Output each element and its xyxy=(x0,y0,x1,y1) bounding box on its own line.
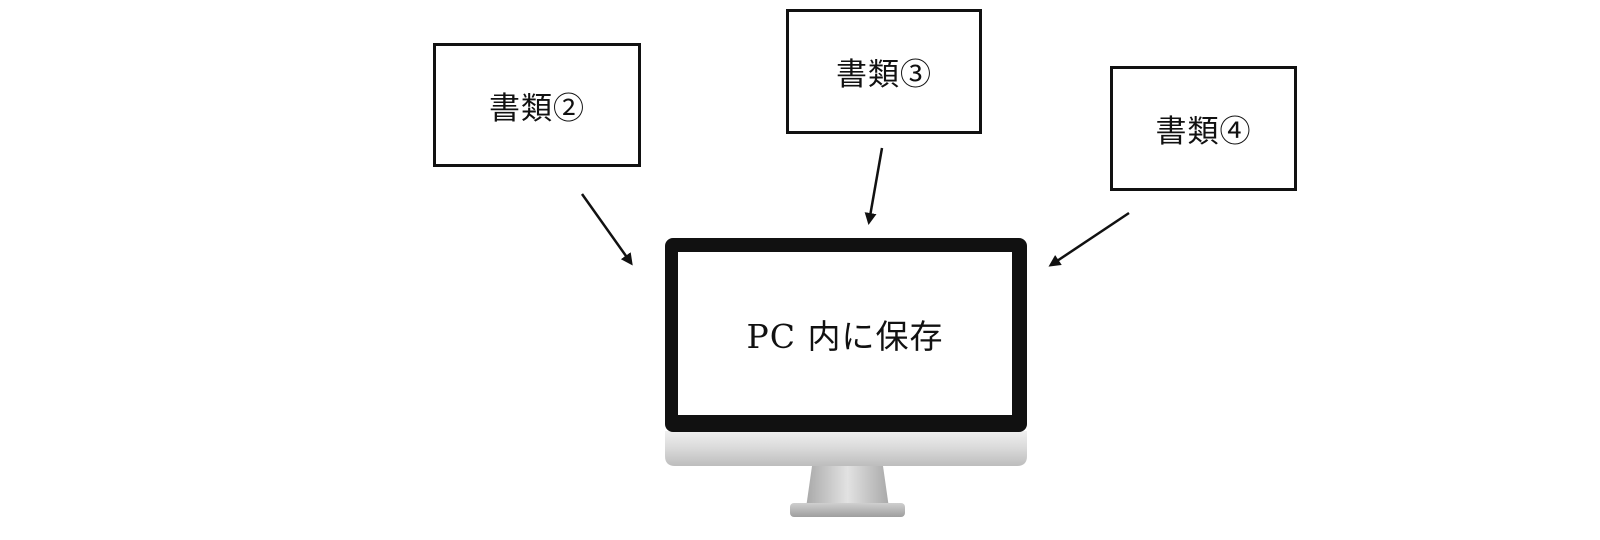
arrow-doc4-to-pc xyxy=(1048,211,1130,267)
document-box-2: 書類② xyxy=(433,43,641,167)
arrow-doc3-to-pc xyxy=(864,147,884,225)
document-label-3: 書類③ xyxy=(836,57,932,93)
monitor-chin xyxy=(665,431,1027,466)
monitor-stand-base xyxy=(790,503,905,517)
monitor-icon xyxy=(665,238,1027,517)
pc-save-label: PC 内に保存 xyxy=(746,316,944,356)
screen-label: PC 内に保存 xyxy=(678,252,1012,415)
document-label-4: 書類④ xyxy=(1155,114,1252,150)
arrow-doc2-to-pc xyxy=(580,193,633,266)
document-label-2: 書類② xyxy=(489,90,585,127)
document-box-4: 書類④ xyxy=(1110,66,1297,191)
monitor-stand-neck xyxy=(806,466,889,508)
document-box-3: 書類③ xyxy=(786,9,982,134)
monitor-screen xyxy=(678,252,1012,415)
